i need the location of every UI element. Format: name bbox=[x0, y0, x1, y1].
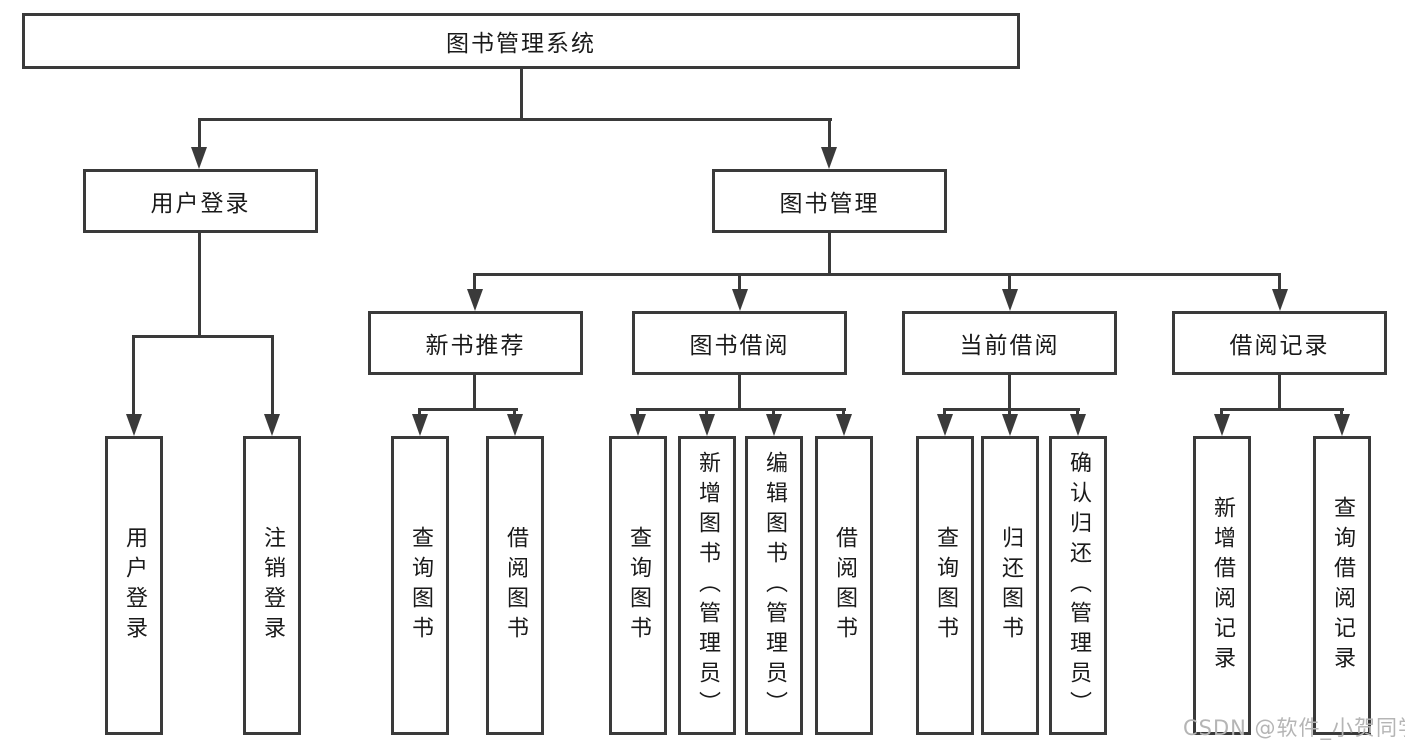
node-root: 图书管理系统 bbox=[22, 13, 1020, 69]
arrow-down-icon bbox=[821, 147, 837, 169]
arrow-down-icon bbox=[264, 414, 280, 436]
arrow-down-icon bbox=[1070, 414, 1086, 436]
connector-line bbox=[636, 408, 639, 418]
arrow-down-icon bbox=[1214, 414, 1230, 436]
connector-line bbox=[198, 118, 832, 121]
watermark: CSDN @软件_小贺同学 bbox=[1183, 716, 1405, 740]
arrow-down-icon bbox=[766, 414, 782, 436]
connector-line bbox=[1340, 408, 1343, 418]
leaf-user-login: 用户登录 bbox=[105, 436, 163, 735]
leaf-borrow-books-2: 借阅图书 bbox=[815, 436, 873, 735]
leaf-add-borrow-record: 新增借阅记录 bbox=[1193, 436, 1251, 735]
leaf-borrow-books-1: 借阅图书 bbox=[486, 436, 544, 735]
arrow-down-icon bbox=[630, 414, 646, 436]
connector-line bbox=[132, 335, 135, 417]
node-new-book-recommend: 新书推荐 bbox=[368, 311, 583, 375]
connector-line bbox=[1008, 273, 1011, 291]
leaf-edit-book-admin: 编辑图书（管理员） bbox=[745, 436, 803, 735]
connector-line bbox=[1220, 408, 1344, 411]
connector-line bbox=[513, 408, 516, 418]
node-current-borrow: 当前借阅 bbox=[902, 311, 1117, 375]
arrow-down-icon bbox=[191, 147, 207, 169]
connector-line bbox=[828, 118, 831, 150]
connector-line bbox=[271, 335, 274, 417]
connector-line bbox=[1008, 375, 1011, 411]
connector-line bbox=[1076, 408, 1079, 418]
connector-line bbox=[636, 408, 846, 411]
leaf-query-books-3: 查询图书 bbox=[916, 436, 974, 735]
connector-line bbox=[198, 233, 201, 338]
leaf-query-borrow-record: 查询借阅记录 bbox=[1313, 436, 1371, 735]
connector-line bbox=[1278, 375, 1281, 411]
arrow-down-icon bbox=[1002, 414, 1018, 436]
leaf-query-books-1: 查询图书 bbox=[391, 436, 449, 735]
connector-line bbox=[738, 375, 741, 411]
connector-line bbox=[198, 118, 201, 150]
connector-line bbox=[473, 273, 1281, 276]
connector-line bbox=[943, 408, 946, 418]
arrow-down-icon bbox=[732, 289, 748, 311]
connector-line bbox=[828, 233, 831, 276]
connector-line bbox=[772, 408, 775, 418]
arrow-down-icon bbox=[467, 289, 483, 311]
node-user-login: 用户登录 bbox=[83, 169, 318, 233]
connector-line bbox=[473, 375, 476, 411]
leaf-query-books-2: 查询图书 bbox=[609, 436, 667, 735]
connector-line bbox=[473, 273, 476, 291]
node-borrow-records: 借阅记录 bbox=[1172, 311, 1387, 375]
node-book-borrow: 图书借阅 bbox=[632, 311, 847, 375]
connector-line bbox=[418, 408, 421, 418]
arrow-down-icon bbox=[836, 414, 852, 436]
arrow-down-icon bbox=[937, 414, 953, 436]
arrow-down-icon bbox=[1002, 289, 1018, 311]
connector-line bbox=[943, 408, 1080, 411]
node-book-management: 图书管理 bbox=[712, 169, 947, 233]
leaf-add-book-admin: 新增图书（管理员） bbox=[678, 436, 736, 735]
arrow-down-icon bbox=[1334, 414, 1350, 436]
connector-line bbox=[842, 408, 845, 418]
connector-line bbox=[1220, 408, 1223, 418]
connector-line bbox=[705, 408, 708, 418]
connector-line bbox=[738, 273, 741, 291]
connector-line bbox=[520, 69, 523, 118]
arrow-down-icon bbox=[699, 414, 715, 436]
arrow-down-icon bbox=[1272, 289, 1288, 311]
leaf-return-book: 归还图书 bbox=[981, 436, 1039, 735]
arrow-down-icon bbox=[507, 414, 523, 436]
leaf-logout: 注销登录 bbox=[243, 436, 301, 735]
arrow-down-icon bbox=[126, 414, 142, 436]
arrow-down-icon bbox=[412, 414, 428, 436]
connector-line bbox=[1008, 408, 1011, 418]
connector-line bbox=[418, 408, 518, 411]
leaf-confirm-return-admin: 确认归还（管理员） bbox=[1049, 436, 1107, 735]
connector-line bbox=[132, 335, 274, 338]
connector-line bbox=[1278, 273, 1281, 291]
